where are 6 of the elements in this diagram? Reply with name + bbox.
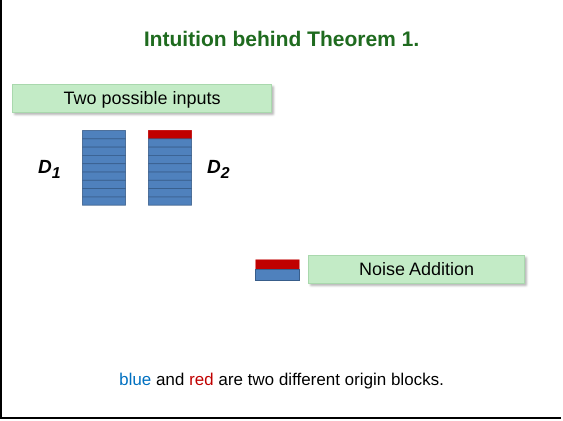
dataset-label: D$_{2}$	[207, 157, 230, 183]
note-text: blue and red are two different origin blocks.	[118, 370, 445, 390]
label-box: Two possible inputs	[12, 84, 272, 113]
label-box: Noise Addition	[308, 255, 525, 284]
slide-title: Intuition behind Theorem 1.	[142, 28, 420, 52]
dataset-label: D$_{1}$	[38, 157, 61, 183]
